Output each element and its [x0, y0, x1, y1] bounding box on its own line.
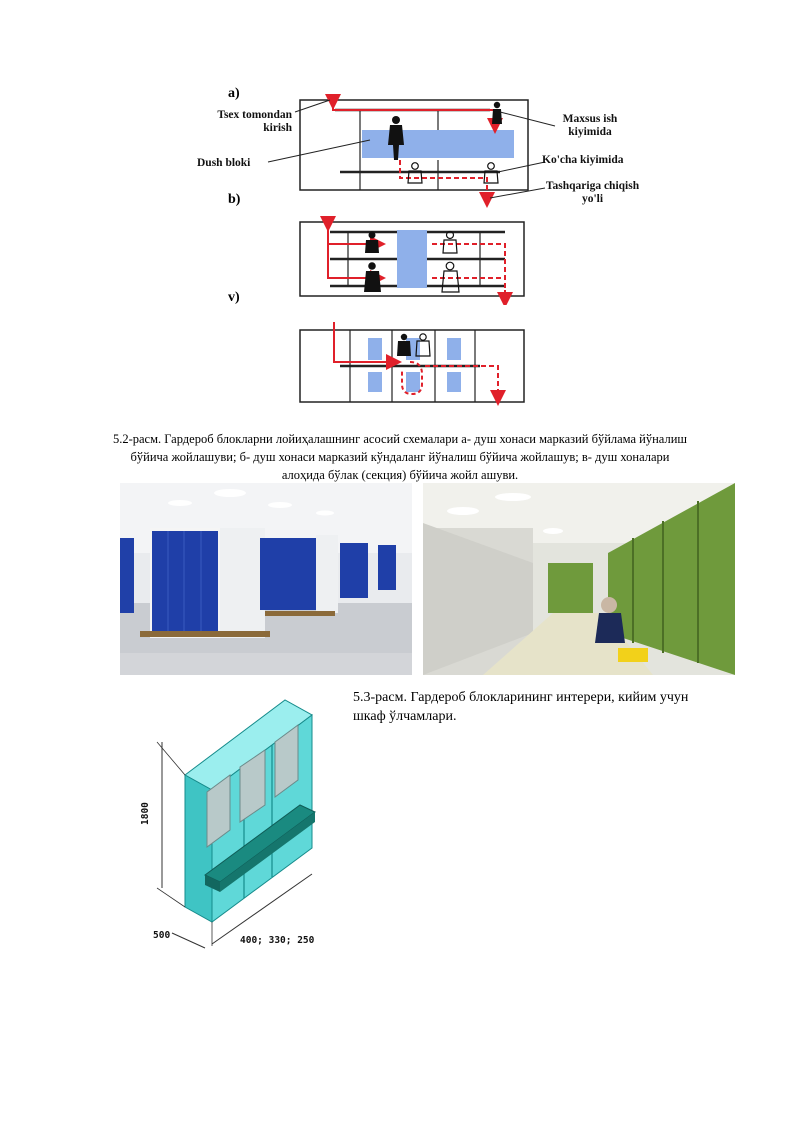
label-special-clothing-2: kiyimida [568, 126, 612, 138]
label-special-clothing: Maxsus ish [562, 113, 618, 125]
locker-room-photo-green [423, 483, 735, 675]
wardrobe-cabinet-drawing [156, 699, 316, 949]
label-entry: Tsex tomondan [217, 109, 292, 121]
locker-room-photo-blue [120, 483, 412, 675]
figure-v-letter: v) [228, 290, 240, 305]
label-shower-block: Dush bloki [197, 157, 251, 169]
caption-5-2-line-3: алоҳида бўлак (секция) бўйича жойл ашуви… [281, 468, 519, 482]
caption-5-3-line-2: шкаф ўлчамлари. [353, 709, 457, 724]
label-exit-path-2: yo'li [581, 193, 604, 205]
caption-5-2-line-2: бўйича жойлашуви; б- душ хонаси марказий… [130, 450, 670, 464]
dimension-height: 1800 [140, 802, 151, 825]
shower-block [362, 130, 514, 158]
label-entry-2: kirish [263, 122, 292, 134]
figure-a-letter: a) [228, 86, 240, 101]
caption-5-2-line-1: 5.2-расм. Гардероб блокларни лойиҳалашни… [112, 432, 688, 446]
label-exit-path: Tashqariga chiqish [545, 180, 640, 192]
dimension-widths: 400; 330; 250 [240, 935, 315, 946]
dimension-depth: 500 [153, 930, 171, 941]
caption-5-3-line-1: 5.3-расм. Гардероб блокларининг интерери… [353, 690, 689, 705]
label-street-clothing: Ko'cha kiyimida [542, 154, 624, 166]
scheme-v-diagram [299, 322, 525, 406]
scheme-b-diagram [299, 216, 525, 305]
figure-b-letter: b) [228, 192, 241, 207]
scheme-a-diagram [267, 94, 556, 208]
street-clothes-figure [407, 162, 499, 184]
worker-figure [388, 101, 502, 160]
shower-block-b [397, 230, 427, 288]
